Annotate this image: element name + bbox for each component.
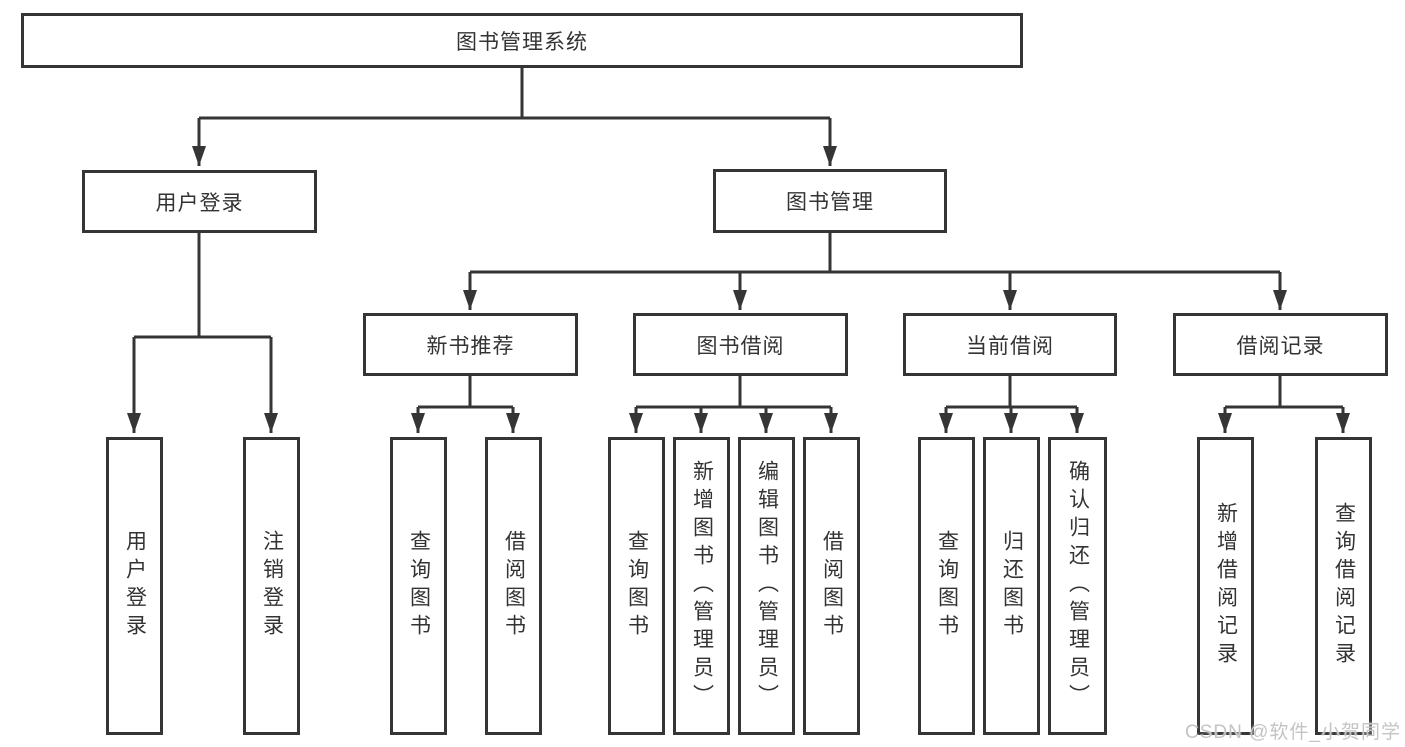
leaf-user-login: 用户登录 xyxy=(106,437,163,735)
leaf-add-borrow-record: 新增借阅记录 xyxy=(1197,437,1254,735)
leaf-return-books: 归还图书 xyxy=(983,437,1040,735)
leaf-borrow-books-recommend: 借阅图书 xyxy=(485,437,542,735)
leaf-label: 用户登录 xyxy=(123,530,147,642)
leaf-label: 查询图书 xyxy=(625,530,649,642)
leaf-label: 查询图书 xyxy=(935,530,959,642)
leaf-label: 新增图书（管理员） xyxy=(690,460,714,712)
leaf-query-books-recommend: 查询图书 xyxy=(390,437,447,735)
leaf-query-borrow-record: 查询借阅记录 xyxy=(1315,437,1372,735)
watermark: CSDN @软件_小贺同学 xyxy=(1185,722,1401,743)
leaf-label: 查询图书 xyxy=(407,530,431,642)
leaf-label: 查询借阅记录 xyxy=(1332,502,1356,670)
leaf-confirm-return-admin: 确认归还（管理员） xyxy=(1048,437,1107,735)
node-current-borrow: 当前借阅 xyxy=(903,313,1117,376)
node-book-management: 图书管理 xyxy=(713,169,947,233)
leaf-label: 归还图书 xyxy=(1000,530,1024,642)
leaf-logout: 注销登录 xyxy=(243,437,300,735)
node-user-login: 用户登录 xyxy=(82,170,317,233)
leaf-query-books-borrow: 查询图书 xyxy=(608,437,665,735)
node-book-borrow: 图书借阅 xyxy=(633,313,848,376)
leaf-query-books-current: 查询图书 xyxy=(918,437,975,735)
leaf-borrow-books: 借阅图书 xyxy=(803,437,860,735)
node-new-book-recommend: 新书推荐 xyxy=(363,313,578,376)
node-borrow-records: 借阅记录 xyxy=(1173,313,1388,376)
leaf-edit-books-admin: 编辑图书（管理员） xyxy=(738,437,795,735)
leaf-add-books-admin: 新增图书（管理员） xyxy=(673,437,730,735)
leaf-label: 借阅图书 xyxy=(820,530,844,642)
node-root: 图书管理系统 xyxy=(21,13,1023,68)
leaf-label: 借阅图书 xyxy=(502,530,526,642)
leaf-label: 编辑图书（管理员） xyxy=(755,460,779,712)
leaf-label: 新增借阅记录 xyxy=(1214,502,1238,670)
leaf-label: 注销登录 xyxy=(260,530,284,642)
leaf-label: 确认归还（管理员） xyxy=(1066,460,1090,712)
